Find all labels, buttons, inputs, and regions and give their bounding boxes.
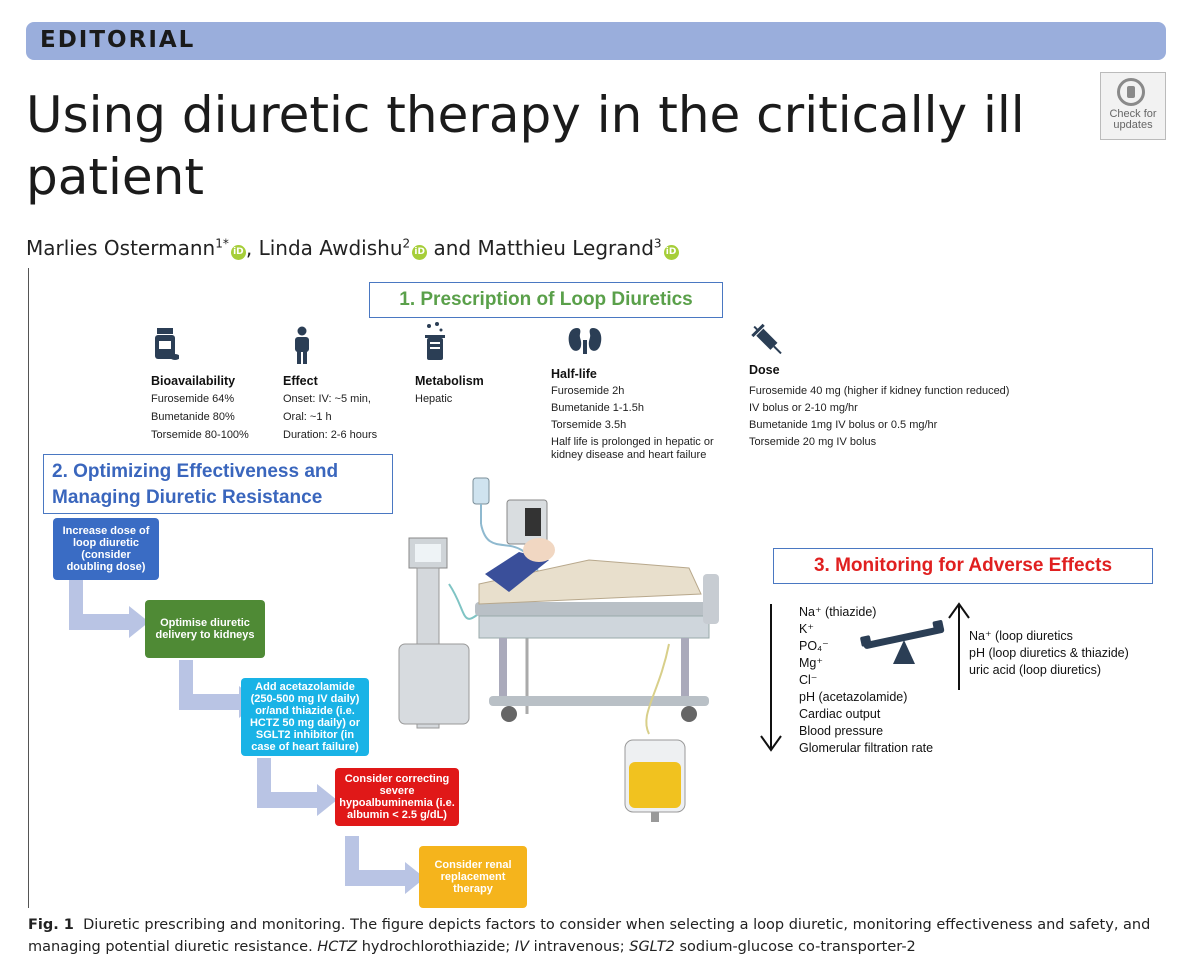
step-optimise-delivery: Optimise diuretic delivery to kidneys: [145, 600, 265, 658]
metabolism-column: Metabolism Hepatic: [415, 372, 484, 408]
bookmark-icon: [1117, 78, 1145, 106]
increase-item: pH (loop diuretics & thiazide): [969, 646, 1129, 660]
check-for-updates-badge[interactable]: Check for updates: [1100, 72, 1166, 140]
bioavailability-title: Bioavailability: [151, 374, 236, 388]
step-arrow: [69, 580, 149, 638]
decrease-item: Cl⁻: [799, 673, 818, 687]
caption-def: sodium-glucose co-transporter-2: [679, 939, 916, 955]
hospital-bed-illustration: [398, 477, 719, 822]
decrease-item: Cardiac output: [799, 707, 881, 721]
step-correct-hypoalbuminemia: Consider correcting severe hypoalbuminem…: [335, 768, 459, 826]
column-line: Furosemide 40 mg (higher if kidney funct…: [749, 385, 1010, 397]
figure-caption: Fig. 1 Diuretic prescribing and monitori…: [28, 917, 1151, 955]
decrease-arrow-icon: [760, 604, 782, 752]
heading-monitoring: 3. Monitoring for Adverse Effects: [773, 548, 1153, 584]
caption-abbr: SGLT2: [629, 939, 675, 955]
heading-prescription: 1. Prescription of Loop Diuretics: [369, 282, 723, 318]
dose-column: Dose Furosemide 40 mg (higher if kidney …: [749, 362, 1009, 451]
seesaw-icon: [860, 620, 945, 664]
author-name[interactable]: Matthieu Legrand: [477, 236, 654, 260]
column-line: Onset: IV: ~5 min,: [283, 393, 371, 405]
kidneys-icon: [568, 328, 602, 354]
metabolism-title: Metabolism: [415, 374, 484, 388]
column-line: Half life is prolonged in hepatic or: [551, 436, 714, 448]
author-affiliation: 2: [402, 236, 411, 251]
column-line: Bumetanide 80%: [151, 411, 235, 423]
column-line: Bumetanide 1mg IV bolus or 0.5 mg/hr: [749, 419, 938, 431]
caption-label: Fig. 1: [28, 917, 74, 933]
column-line: Torsemide 80-100%: [151, 429, 249, 441]
step-arrow: [345, 836, 425, 894]
orcid-icon[interactable]: iD: [230, 245, 246, 260]
column-line: Oral: ~1 h: [283, 411, 332, 423]
caption-def: hydrochlorothiazide: [361, 939, 506, 955]
check-for-updates-label: Check for updates: [1109, 108, 1157, 131]
author-name[interactable]: Linda Awdishu: [258, 236, 403, 260]
column-line: Bumetanide 1-1.5h: [551, 402, 644, 414]
column-line: Torsemide 20 mg IV bolus: [749, 436, 877, 448]
author-list: Marlies Ostermann1*iD, Linda Awdishu2iD …: [26, 236, 679, 260]
author-separator: and: [427, 236, 478, 260]
increase-item: uric acid (loop diuretics): [969, 663, 1101, 677]
syringe-icon: [751, 323, 782, 355]
increase-list: Na⁺ (loop diuretics pH (loop diuretics &…: [969, 628, 1129, 679]
decrease-item: Blood pressure: [799, 724, 884, 738]
decrease-list: Na⁺ (thiazide) K⁺ PO₄⁻ Mg⁺ Cl⁻ pH (aceta…: [799, 604, 933, 757]
column-line: Hepatic: [415, 393, 453, 405]
caption-abbr: HCTZ: [317, 939, 358, 955]
step-add-acetazolamide: Add acetazolamide (250-500 mg IV daily) …: [241, 678, 369, 756]
dose-title: Dose: [749, 363, 780, 377]
column-line: Torsemide 3.5h: [551, 419, 627, 431]
bioavailability-column: Bioavailability Furosemide 64% Bumetanid…: [151, 372, 249, 444]
caption-abbr: IV: [514, 939, 530, 955]
step-arrow: [179, 660, 259, 718]
step-renal-replacement: Consider renal replacement therapy: [419, 846, 527, 908]
section-band: EDITORIAL: [26, 22, 1166, 60]
pill-bottle-icon: [155, 328, 179, 360]
person-icon: [295, 326, 309, 364]
author-affiliation: 3: [653, 236, 662, 251]
decrease-item: K⁺: [799, 622, 814, 636]
heading-optimizing: 2. Optimizing Effectiveness and Managing…: [43, 454, 393, 514]
column-line: kidney disease and heart failure: [551, 449, 707, 461]
beaker-icon: [425, 322, 445, 360]
step-increase-dose: Increase dose of loop diuretic (consider…: [53, 518, 159, 580]
decrease-item: Mg⁺: [799, 656, 823, 670]
half-life-column: Half-life Furosemide 2h Bumetanide 1-1.5…: [551, 366, 714, 464]
column-line: Furosemide 2h: [551, 385, 625, 397]
figure-1: 1. Prescription of Loop Diuretics Bioava…: [28, 268, 1161, 908]
half-life-title: Half-life: [551, 367, 597, 381]
step-arrow: [257, 758, 337, 816]
effect-title: Effect: [283, 374, 318, 388]
decrease-item: Glomerular filtration rate: [799, 741, 934, 755]
caption-def: intravenous: [533, 939, 620, 955]
column-line: IV bolus or 2-10 mg/hr: [749, 402, 858, 414]
increase-item: Na⁺ (loop diuretics: [969, 629, 1073, 643]
orcid-icon[interactable]: iD: [412, 245, 428, 260]
decrease-item: PO₄⁻: [799, 639, 829, 653]
caption-text: Diuretic prescribing and monitoring. The…: [28, 917, 1151, 955]
author-name[interactable]: Marlies Ostermann: [26, 236, 216, 260]
author-affiliation: 1*: [215, 236, 229, 251]
article-title: Using diuretic therapy in the critically…: [26, 86, 1025, 206]
decrease-item: Na⁺ (thiazide): [799, 605, 877, 619]
section-label: EDITORIAL: [40, 27, 196, 53]
increase-arrow-icon: [948, 602, 970, 690]
column-line: Furosemide 64%: [151, 393, 235, 405]
author-separator: ,: [245, 236, 259, 260]
decrease-item: pH (acetazolamide): [799, 690, 908, 704]
effect-column: Effect Onset: IV: ~5 min, Oral: ~1 h Dur…: [283, 372, 377, 444]
orcid-icon[interactable]: iD: [663, 245, 679, 260]
column-line: Duration: 2-6 hours: [283, 429, 378, 441]
